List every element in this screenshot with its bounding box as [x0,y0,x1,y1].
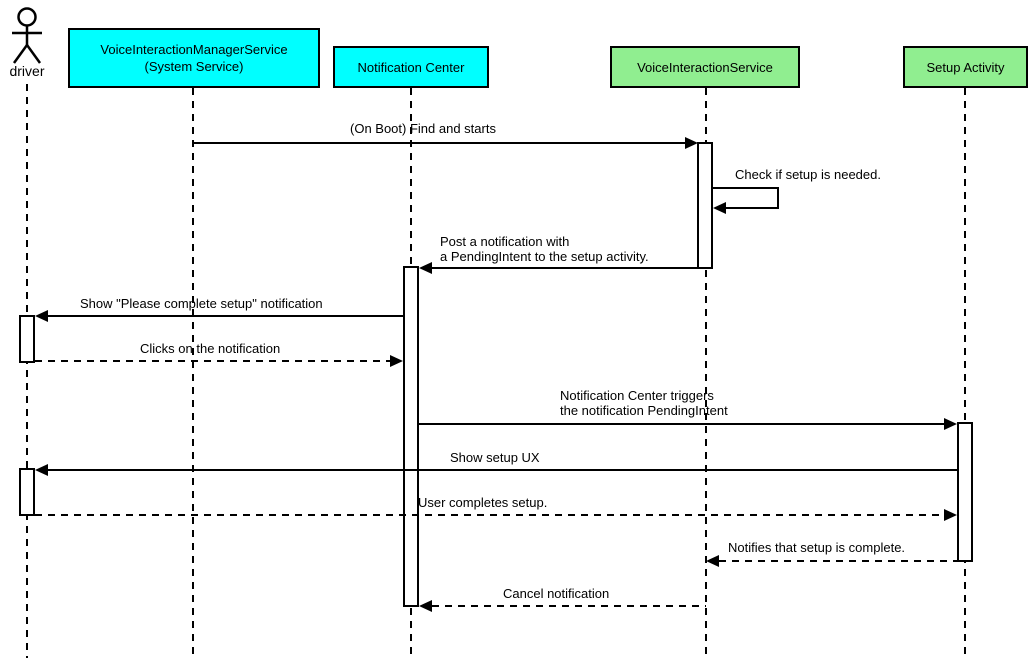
arrowhead-left-icon [35,310,48,322]
participant-box-voice-interaction-manager-service: VoiceInteractionManagerService (System S… [68,28,320,88]
activation-notification-center [403,266,419,607]
participant-box-setup-activity: Setup Activity [903,46,1028,88]
message-label-user-completes-setup: User completes setup. [418,495,548,510]
message-line-user-completes-setup [35,514,944,516]
message-line-on-boot-find-and-starts [193,142,685,144]
participant-box-voice-interaction-service: VoiceInteractionService [610,46,800,88]
arrowhead-left-icon [713,202,726,214]
arrowhead-left-icon [35,464,48,476]
message-line-notification-center-triggers-pendingintent [419,423,944,425]
lifeline-setup-activity [964,88,966,658]
message-line-notifies-setup-complete [719,560,957,562]
message-label-post-a-notification: Post a notification with a PendingIntent… [440,234,649,264]
arrowhead-right-icon [944,509,957,521]
lifeline-driver [26,84,28,658]
message-label-notification-center-triggers-pendingintent: Notification Center triggers the notific… [560,388,728,418]
lifeline-voice-interaction-service [705,88,707,658]
message-label-cancel-notification: Cancel notification [503,586,610,601]
self-message-top-segment [713,187,779,189]
message-line-show-setup-ux [48,469,957,471]
message-line-cancel-notification [432,605,706,607]
activation-driver-2 [19,468,35,516]
message-label-check-if-setup-is-needed: Check if setup is needed. [735,167,881,182]
activation-driver-1 [19,315,35,363]
self-message-vertical-segment [777,187,779,208]
activation-voice-interaction-service [697,142,713,269]
activation-setup-activity [957,422,973,562]
message-label-notifies-setup-complete: Notifies that setup is complete. [728,540,906,555]
arrowhead-left-icon [419,262,432,274]
message-line-post-a-notification [432,267,697,269]
actor-stick-figure-icon [12,7,42,64]
message-label-show-please-complete-setup-notification: Show "Please complete setup" notificatio… [80,296,323,311]
lifeline-voice-interaction-manager-service [192,88,194,658]
message-label-show-setup-ux: Show setup UX [450,450,540,465]
message-line-clicks-on-the-notification [35,360,390,362]
message-label-clicks-on-the-notification: Clicks on the notification [140,341,281,356]
arrowhead-left-icon [419,600,432,612]
arrowhead-left-icon [706,555,719,567]
arrowhead-right-icon [390,355,403,367]
arrowhead-right-icon [685,137,698,149]
actor-label-driver: driver [9,63,45,79]
arrowhead-right-icon [944,418,957,430]
self-message-bottom-segment [726,207,779,209]
participant-box-notification-center: Notification Center [333,46,489,88]
message-label-on-boot-find-and-starts: (On Boot) Find and starts [350,121,496,136]
message-line-show-please-complete-setup-notification [48,315,403,317]
